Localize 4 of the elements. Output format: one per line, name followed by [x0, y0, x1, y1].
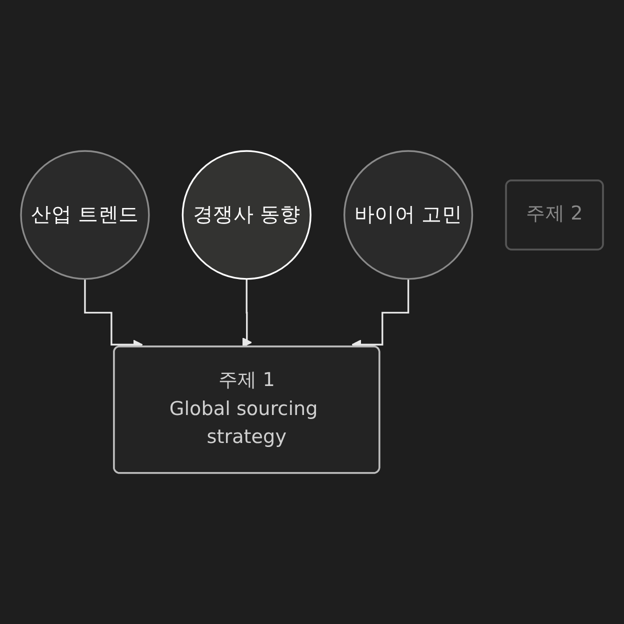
- arrow: [242, 278, 252, 348]
- node-circle: 산업 트렌드: [20, 150, 150, 280]
- node-circle: 바이어 고민: [344, 150, 474, 280]
- node-circle: 경쟁사 동향: [182, 150, 312, 280]
